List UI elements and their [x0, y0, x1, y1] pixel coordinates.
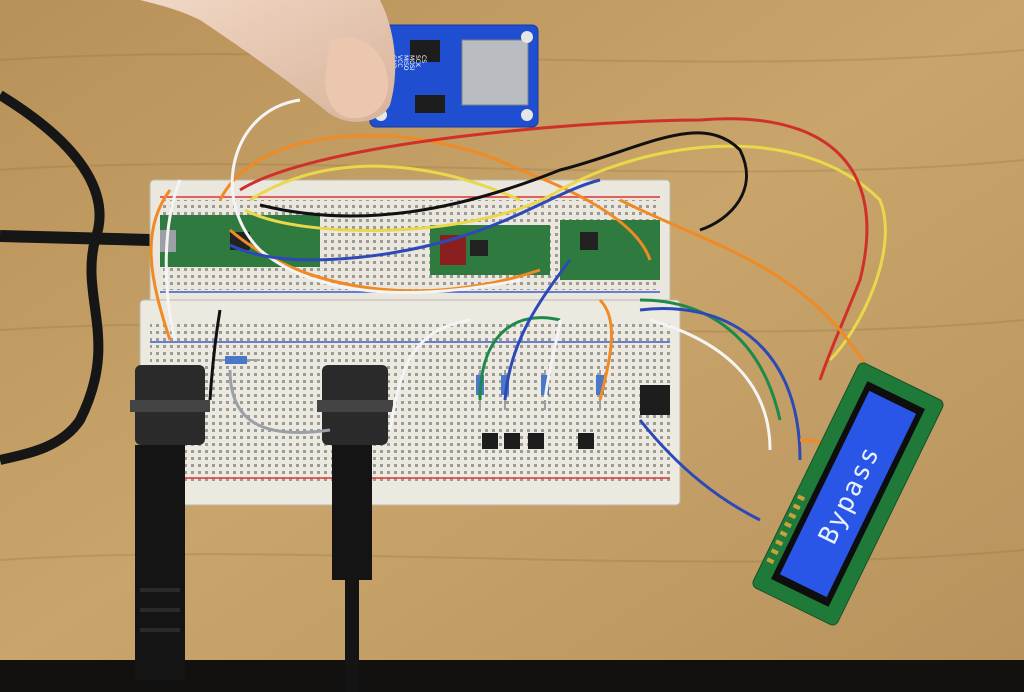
- pin-label-mosi: MOSI: [408, 55, 415, 71]
- push-buttons: [482, 433, 594, 449]
- microcontroller-board-right: [560, 220, 660, 280]
- potentiometer: [640, 385, 670, 415]
- microcontroller-board-middle: [430, 225, 550, 275]
- usb-cable-plug: [0, 230, 151, 246]
- audio-jack-left: [130, 365, 210, 680]
- audio-jack-right: [317, 365, 393, 692]
- breadboard-bottom: [139, 299, 681, 506]
- pin-label-cs: CS: [420, 55, 427, 63]
- lcd-module: Bypass: [752, 362, 944, 626]
- pin-label-miso: MISO: [402, 55, 409, 71]
- lcd-screen: [779, 390, 917, 598]
- usb-cable: [0, 90, 105, 465]
- jumper-wires: [149, 98, 890, 522]
- hand: [140, 0, 396, 122]
- sd-card-module: GND VCC MISO MOSI SCK CS: [369, 24, 539, 128]
- pin-label-sck: SCK: [414, 55, 421, 68]
- pin-label-vcc: VCC: [396, 55, 403, 67]
